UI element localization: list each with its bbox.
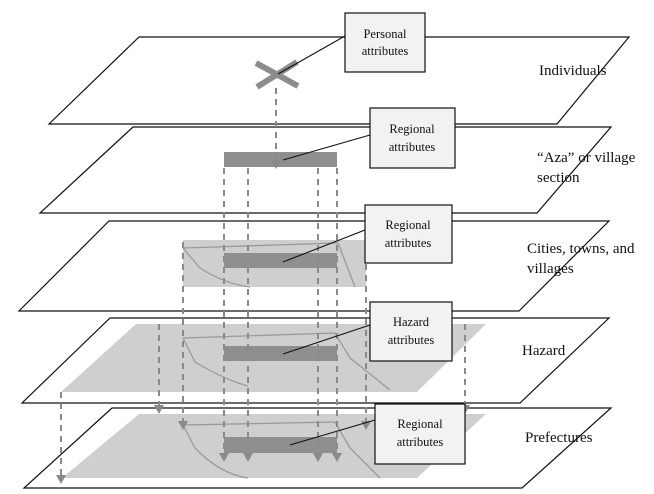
arrowhead [178, 421, 188, 430]
layer-cities [17, 220, 611, 312]
box-regional-attributes-prefectures: Regional attributes [374, 403, 466, 465]
leader-line-regional-cities [282, 229, 366, 263]
arrowhead [332, 453, 342, 462]
arrowhead [56, 475, 66, 484]
box-text-line-2: attributes [397, 435, 444, 449]
hazard-region-boundary [182, 332, 391, 391]
box-text-line-2: attributes [389, 140, 436, 154]
plane-individuals [47, 36, 631, 125]
plane-aza [38, 126, 613, 214]
layer-hazard [20, 317, 611, 404]
leader-line-personal [277, 35, 346, 75]
prefectures-region-boundary [182, 421, 381, 479]
projection-lines [56, 88, 470, 484]
layer-label-cities-line-1: Cities, towns, and [527, 241, 635, 257]
cities-band [224, 253, 337, 268]
cross-icon [254, 59, 300, 90]
box-hazard-attributes: Hazard attributes [369, 301, 453, 362]
layer-aza [38, 126, 613, 214]
leader-line-hazard [282, 324, 371, 355]
aza-band [224, 152, 337, 167]
box-text-line-1: Hazard [393, 315, 430, 329]
arrowhead [243, 453, 253, 462]
box-text-line-1: Personal [363, 27, 407, 41]
layer-label-individuals: Individuals [539, 63, 607, 79]
leader-line-regional-aza [282, 134, 371, 161]
prefectures-band [224, 437, 337, 453]
box-personal-attributes: Personal attributes [344, 12, 426, 73]
box-text-line-2: attributes [362, 44, 409, 58]
box-regional-attributes-aza: Regional attributes [369, 107, 456, 169]
arrowhead [219, 453, 229, 462]
arrowhead [313, 453, 323, 462]
hazard-band [224, 346, 337, 361]
box-text-line-2: attributes [385, 236, 432, 250]
layer-label-cities-line-2: villages [527, 261, 574, 277]
layer-labels: Individuals “Aza” or village section Cit… [522, 63, 636, 446]
layer-label-prefectures: Prefectures [525, 430, 593, 446]
leader-lines [277, 35, 376, 446]
arrowhead [154, 405, 164, 414]
box-text-line-1: Regional [385, 218, 431, 232]
leader-line-regional-prefectures [289, 419, 376, 446]
box-text-line-1: Regional [397, 417, 443, 431]
box-regional-attributes-cities: Regional attributes [364, 204, 453, 264]
arrowhead [271, 160, 281, 169]
cities-region-boundary [182, 242, 356, 288]
box-text-line-2: attributes [388, 333, 435, 347]
layer-label-hazard: Hazard [522, 343, 566, 359]
layer-label-aza-line-2: section [537, 170, 580, 186]
layer-label-aza-line-1: “Aza” or village [537, 150, 636, 166]
box-text-line-1: Regional [389, 122, 435, 136]
layer-individuals [47, 36, 631, 125]
